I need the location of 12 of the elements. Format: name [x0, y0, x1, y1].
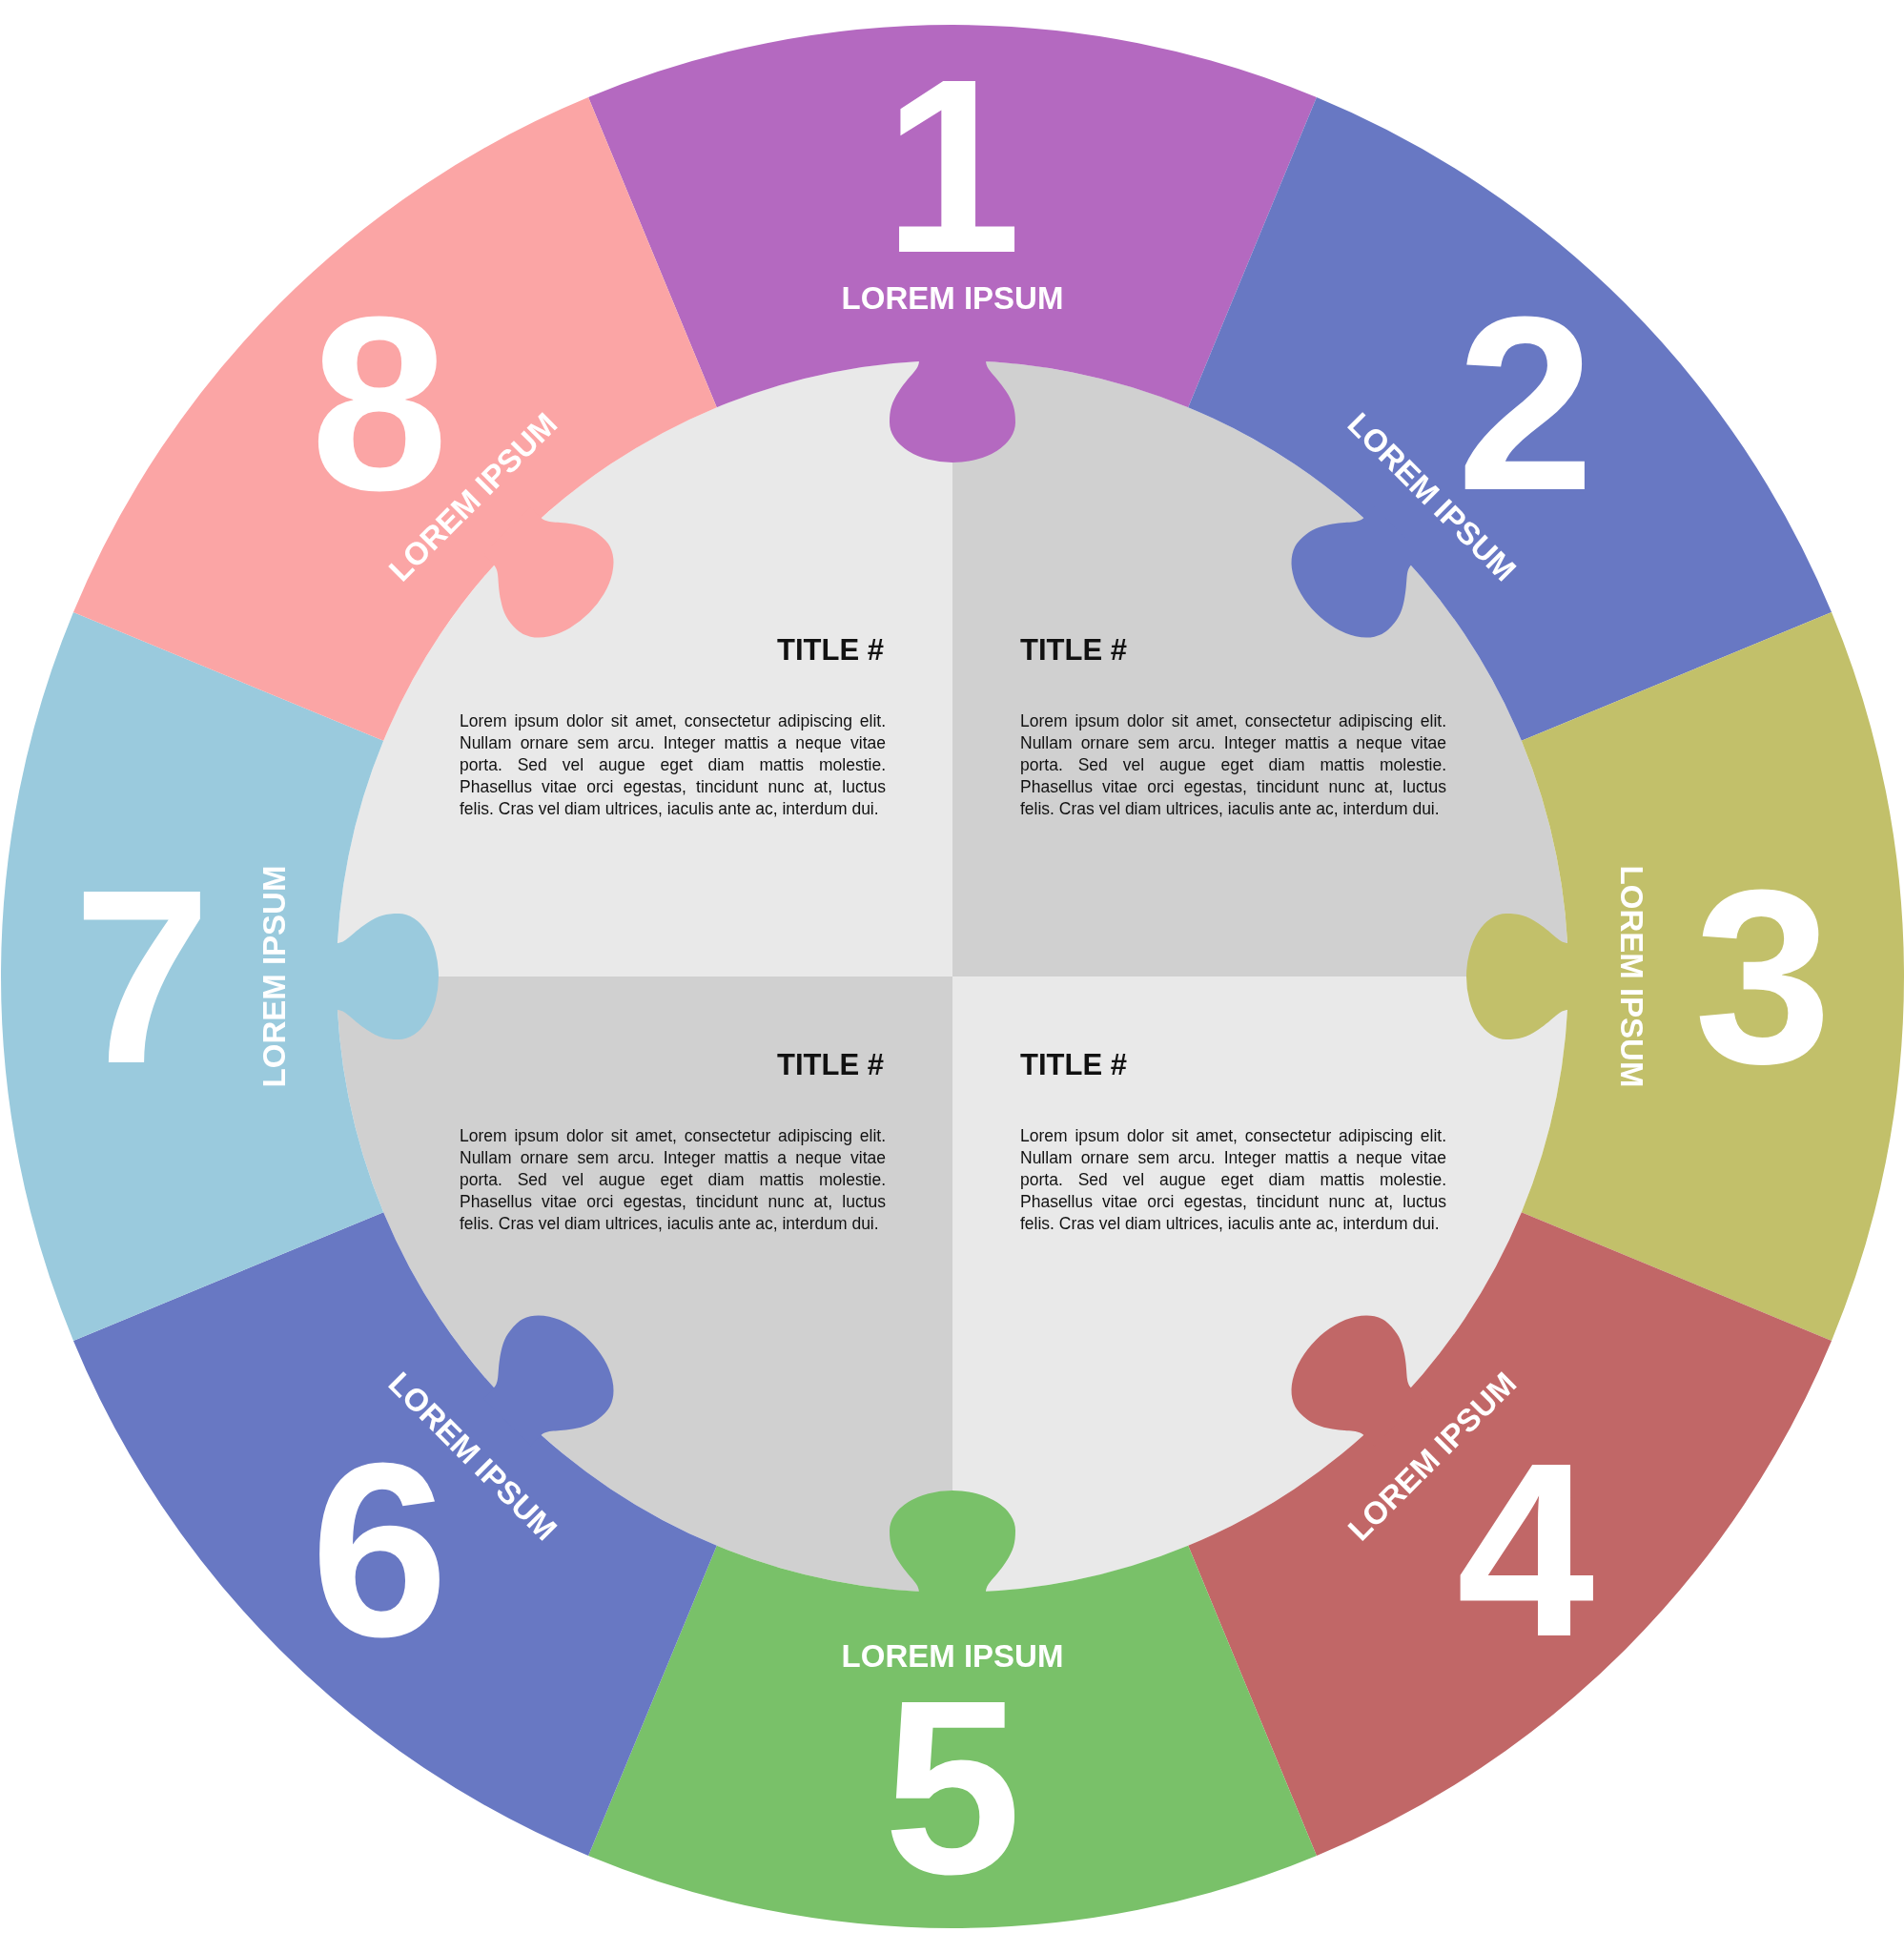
quadrant-title: TITLE # — [777, 633, 884, 668]
quadrant-text: Lorem ipsum dolor sit amet, consectetur adipiscing elit. Nullam ornare sem arcu. Integer mattis a neque vitae porta. Sed vel augue eget diam mattis molestie. Phasellus vitae orci egestas, tincidunt nunc at, luctus felis. Cras vel diam ultrices, iaculis ante ac, interdum dui. — [1020, 1125, 1446, 1235]
step-number: 3 — [1693, 853, 1832, 1100]
quadrant-title: TITLE # — [1020, 1048, 1127, 1082]
segment-label: LOREM IPSUM — [1615, 865, 1648, 1088]
quadrant-text: Lorem ipsum dolor sit amet, consectetur adipiscing elit. Nullam ornare sem arcu. Integer mattis a neque vitae porta. Sed vel augue eget diam mattis molestie. Phasellus vitae orci egestas, tincidunt nunc at, luctus felis. Cras vel diam ultrices, iaculis ante ac, interdum dui. — [460, 710, 886, 820]
quadrant-title: TITLE # — [1020, 633, 1127, 668]
quadrant-text: Lorem ipsum dolor sit amet, consectetur adipiscing elit. Nullam ornare sem arcu. Integer mattis a neque vitae porta. Sed vel augue eget diam mattis molestie. Phasellus vitae orci egestas, tincidunt nunc at, luctus felis. Cras vel diam ultrices, iaculis ante ac, interdum dui. — [1020, 710, 1446, 820]
segment-label: LOREM IPSUM — [257, 865, 290, 1088]
step-number: 7 — [72, 853, 212, 1100]
quadrant-title: TITLE # — [777, 1048, 884, 1082]
quadrant-text: Lorem ipsum dolor sit amet, consectetur adipiscing elit. Nullam ornare sem arcu. Integer mattis a neque vitae porta. Sed vel augue eget diam mattis molestie. Phasellus vitae orci egestas, tincidunt nunc at, luctus felis. Cras vel diam ultrices, iaculis ante ac, interdum dui. — [460, 1125, 886, 1235]
